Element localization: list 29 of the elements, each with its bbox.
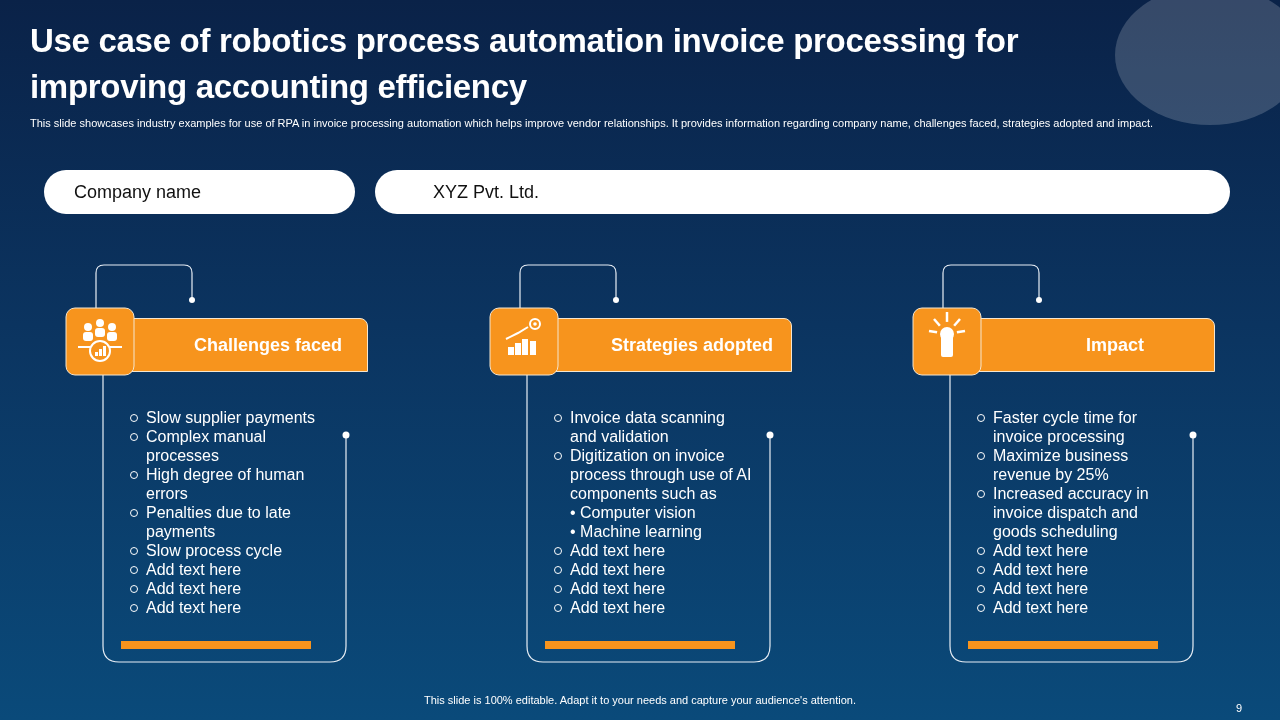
list-item: Increased accuracy in invoice dispatch and goods scheduling: [975, 484, 1175, 541]
list-item: Maximize business revenue by 25%: [975, 446, 1175, 484]
list-item: Add text here: [552, 598, 752, 617]
list-item: Add text here: [128, 560, 328, 579]
pill-field: XYZ Pvt. Ltd.: [375, 170, 1230, 214]
page-number: 9: [1236, 702, 1243, 714]
list-item: High degree of human errors: [128, 465, 328, 503]
list-item: • Computer vision: [569, 503, 697, 522]
list-item: Add text here: [552, 579, 752, 598]
list-item: Slow supplier payments: [128, 408, 328, 427]
pill-field: Company name: [44, 170, 355, 214]
list-item: Add text here: [975, 598, 1175, 617]
list-item: Complex manual processes: [128, 427, 328, 465]
list-item: Add text here: [128, 579, 328, 598]
list-item: Digitization on invoice process through use of AI components such as: [552, 446, 752, 503]
list-item: Add text here: [975, 579, 1175, 598]
list-item: • Machine learning: [569, 522, 703, 541]
list-item: Penalties due to late payments: [128, 503, 328, 541]
list-item: Add text here: [552, 541, 752, 560]
footer-note: This slide is 100% editable. Adapt it to your needs and capture your audience's attention.: [423, 694, 857, 706]
list-item: Add text here: [975, 541, 1175, 560]
list-item: Slow process cycle: [128, 541, 328, 560]
list-item: Add text here: [975, 560, 1175, 579]
list-item: Add text here: [128, 598, 328, 617]
list-item: Invoice data scanning and validation: [552, 408, 752, 446]
list-item: Faster cycle time for invoice processing: [975, 408, 1175, 446]
subtitle-text: This slide showcases industry examples for use of RPA in invoice processing automation which helps improve vendor relationships. It provides information regarding company name, challenges faced, strategies adopted and impact.: [30, 116, 1154, 130]
slide-title: Use case of robotics process automation invoice processing for improving accounting efficiency: [30, 21, 1020, 107]
list-item: Add text here: [552, 560, 752, 579]
